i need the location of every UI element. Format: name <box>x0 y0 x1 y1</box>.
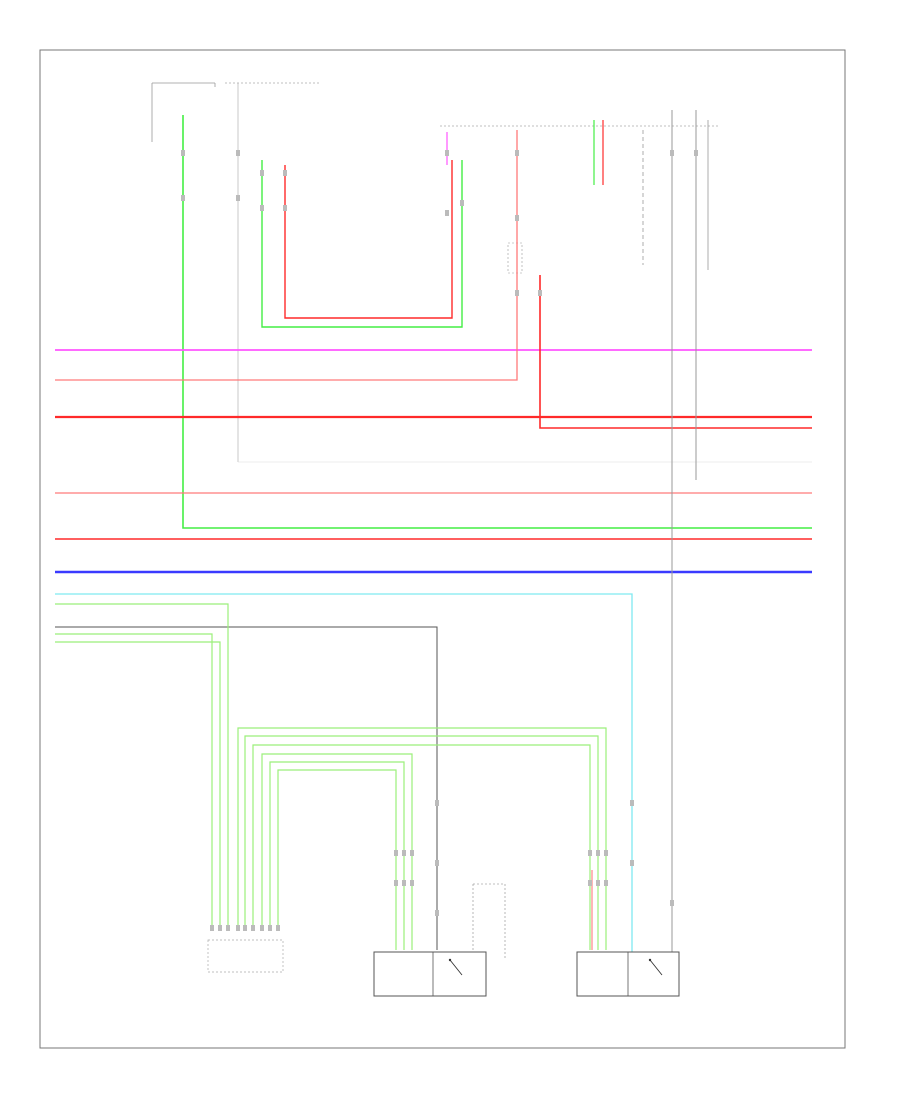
wire-green-trunk <box>182 115 812 529</box>
bottom-left-connector <box>207 939 284 973</box>
diagram-frame <box>39 49 846 1049</box>
switch-symbol-icon <box>648 958 663 976</box>
top-right-connectors <box>440 125 718 274</box>
left-switch-box <box>373 951 487 997</box>
right-switch-box <box>576 951 680 997</box>
wire-green-loop <box>261 160 463 328</box>
connector-pins <box>181 150 698 931</box>
switch-symbol-icon <box>448 958 463 976</box>
lower-green-harness <box>55 603 607 950</box>
wire-lightred-bus-1 <box>55 130 518 381</box>
wire-black-bus <box>55 626 438 950</box>
wire-cyan-bus <box>55 593 633 960</box>
wire-red-bus-branch <box>539 275 812 429</box>
wire-red-loop <box>284 160 453 319</box>
top-left-connectors <box>151 82 812 463</box>
